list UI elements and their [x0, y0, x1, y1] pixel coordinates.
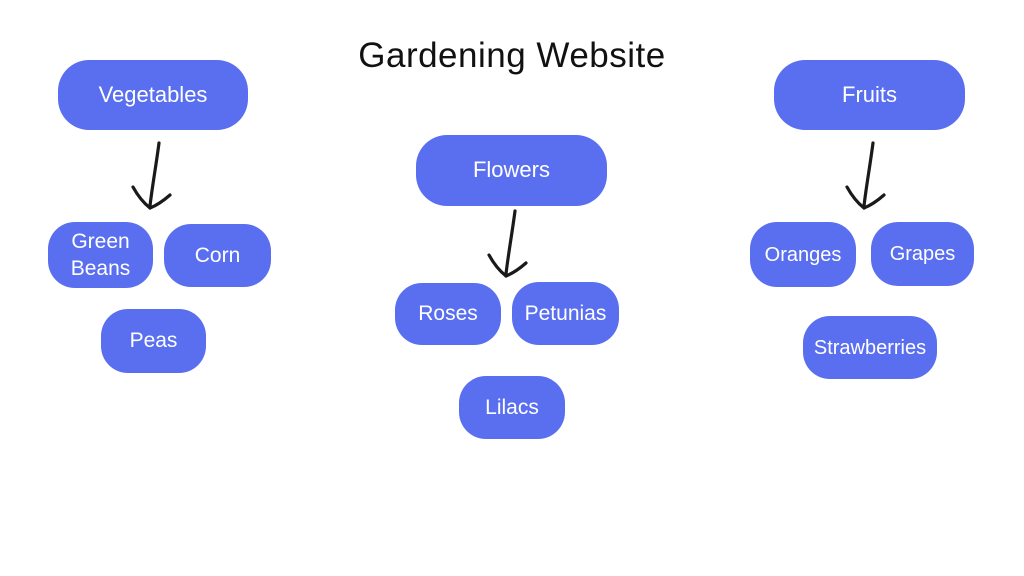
down-arrow-flowers-icon: [487, 209, 528, 278]
node-vegetables-label: Vegetables: [98, 81, 208, 107]
node-green-beans: Green Beans: [48, 222, 153, 288]
node-peas-label: Peas: [129, 329, 178, 353]
node-corn: Corn: [164, 224, 271, 287]
node-peas: Peas: [101, 309, 206, 373]
node-flowers-label: Flowers: [472, 157, 550, 183]
node-grapes-label: Grapes: [889, 243, 956, 265]
node-petunias: Petunias: [512, 282, 619, 345]
diagram-title: Gardening Website: [358, 36, 666, 75]
down-arrow-fruits-icon: [845, 141, 886, 210]
node-oranges: Oranges: [750, 222, 856, 287]
node-strawberries-label: Strawberries: [813, 336, 927, 359]
node-strawberries: Strawberries: [803, 316, 937, 379]
node-fruits: Fruits: [774, 60, 965, 130]
node-green-beans-label: Green Beans: [70, 229, 131, 280]
node-lilacs-label: Lilacs: [485, 395, 539, 419]
node-lilacs: Lilacs: [459, 376, 565, 439]
node-oranges-label: Oranges: [764, 243, 842, 266]
node-petunias-label: Petunias: [524, 301, 607, 325]
node-roses-label: Roses: [418, 302, 478, 326]
node-vegetables: Vegetables: [58, 60, 248, 130]
node-roses: Roses: [395, 283, 501, 345]
node-fruits-label: Fruits: [842, 81, 897, 107]
node-grapes: Grapes: [871, 222, 974, 286]
node-corn-label: Corn: [194, 243, 241, 267]
node-flowers: Flowers: [416, 135, 607, 206]
down-arrow-vegetables-icon: [131, 141, 172, 210]
